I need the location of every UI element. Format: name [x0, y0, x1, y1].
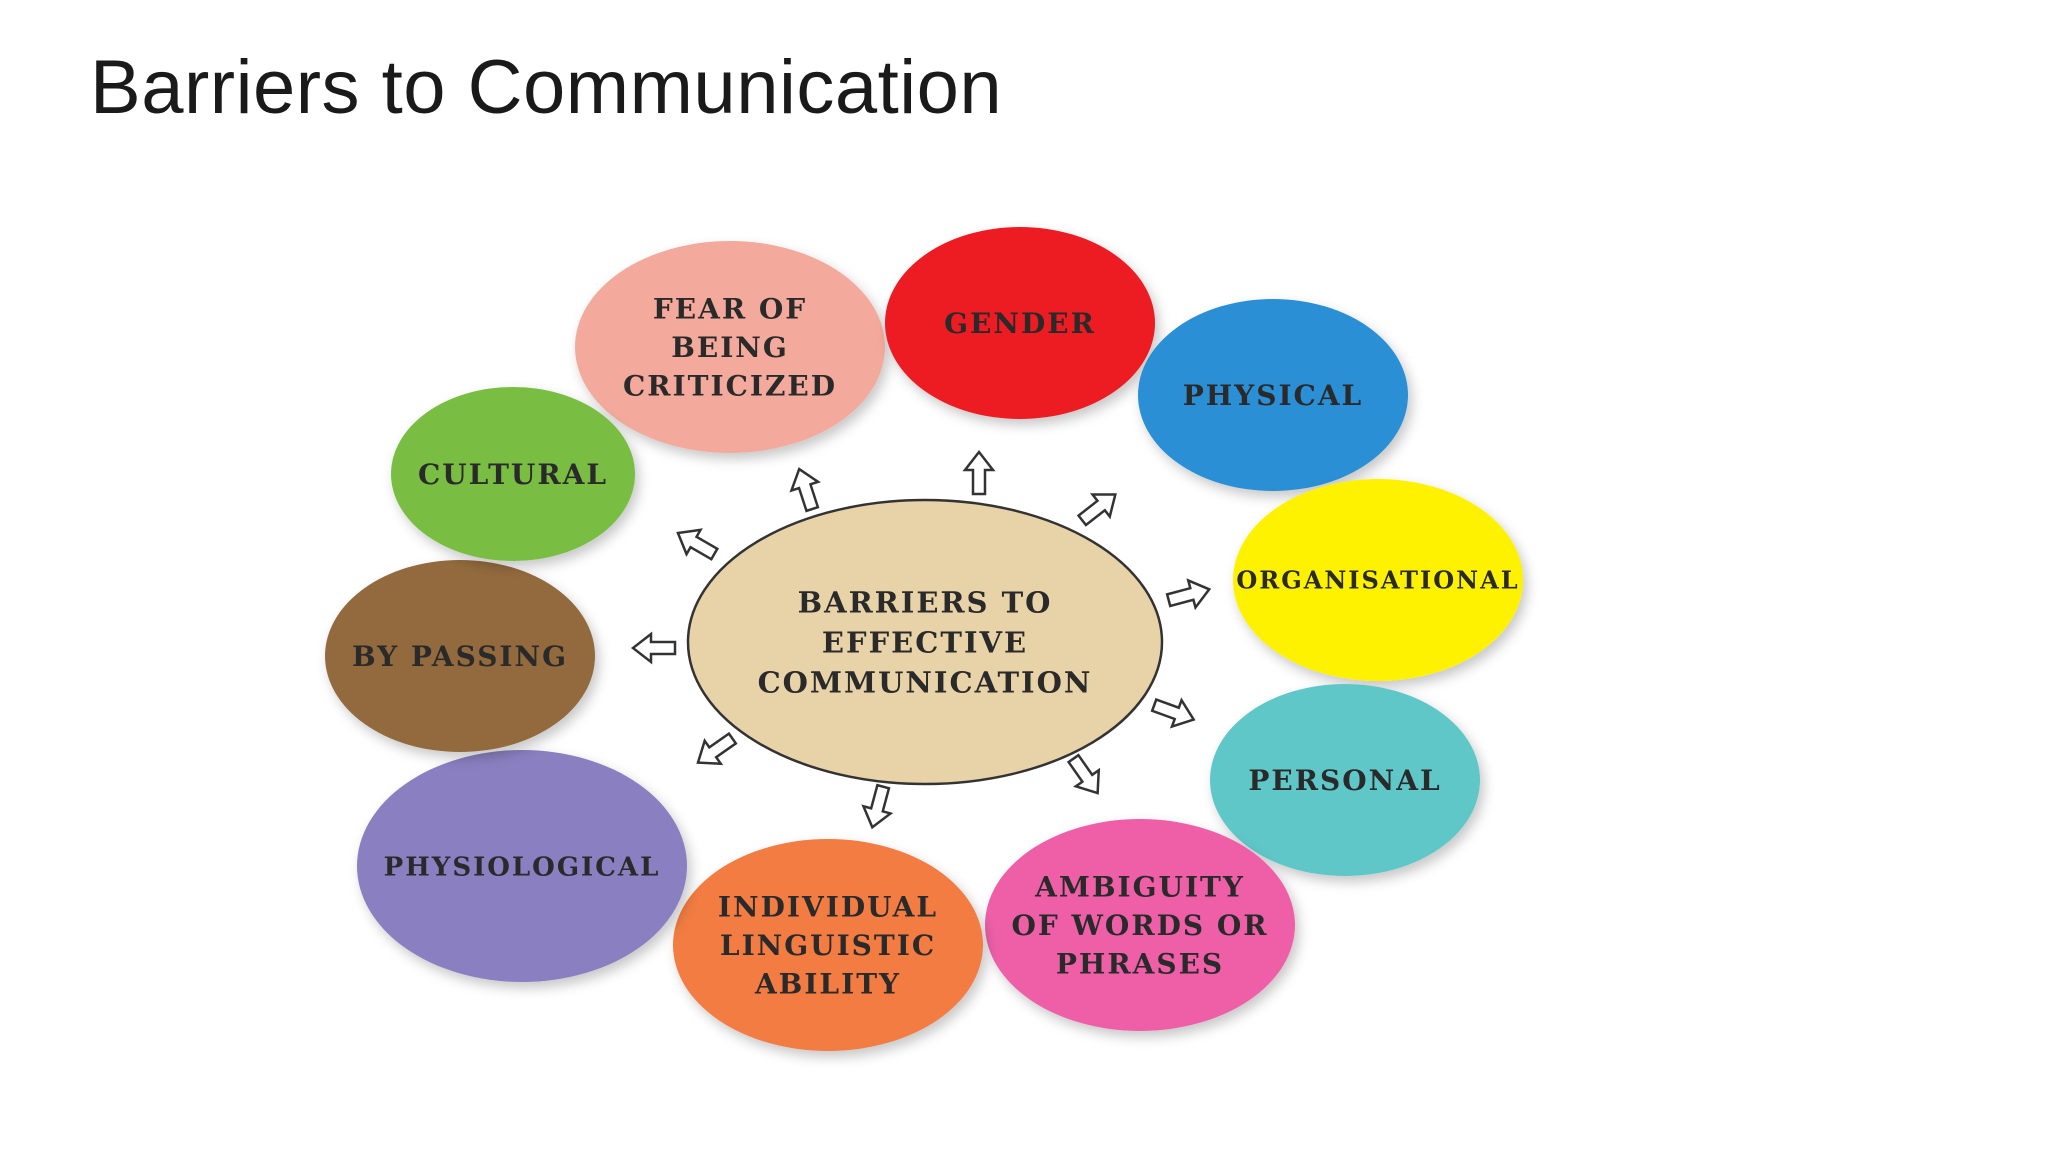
center-label: EFFECTIVE: [822, 625, 1028, 659]
barrier-bubble-shape: [1210, 684, 1480, 876]
barrier-bubble: PERSONAL: [1210, 684, 1480, 876]
barrier-bubble-shape: [325, 560, 595, 752]
barrier-bubble-shape: [885, 227, 1155, 419]
barrier-label: ORGANISATIONAL: [1236, 566, 1519, 595]
arrow-icon: [1165, 578, 1212, 611]
barrier-label: GENDER: [944, 307, 1096, 340]
barrier-bubble: INDIVIDUAL LINGUISTIC ABILITY: [673, 839, 983, 1051]
arrow-icon: [676, 528, 720, 561]
center-bubble: BARRIERS TO EFFECTIVE COMMUNICATION: [686, 498, 1164, 786]
barrier-label: CULTURAL: [418, 458, 608, 491]
barrier-bubble-shape: [985, 819, 1295, 1031]
barrier-bubble: ORGANISATIONAL: [1233, 479, 1523, 681]
barrier-bubble-shape: [1233, 479, 1523, 681]
barrier-label: PHRASES: [1056, 948, 1224, 981]
barrier-bubble: BY PASSING: [325, 560, 595, 752]
barrier-label: AMBIGUITY: [1034, 870, 1245, 903]
barrier-label: CRITICIZED: [623, 370, 837, 403]
barrier-label: BEING: [671, 331, 789, 364]
arrow-icon: [1150, 697, 1196, 729]
barrier-bubble-shape: [1138, 299, 1408, 491]
center-label: BARRIERS TO: [798, 585, 1053, 619]
slide-title: Barriers to Communication: [90, 45, 1003, 130]
arrow-icon: [1076, 493, 1117, 527]
arrow-icon: [789, 467, 821, 513]
barrier-bubble-shape: [357, 750, 687, 982]
barrier-label: BY PASSING: [352, 640, 568, 673]
barrier-label: PERSONAL: [1248, 764, 1441, 797]
center-label: COMMUNICATION: [758, 665, 1093, 699]
barrier-label: ABILITY: [754, 968, 901, 1001]
arrow-icon: [1066, 753, 1101, 795]
barrier-label: PHYSICAL: [1183, 379, 1364, 412]
center-bubble-shape: [686, 498, 1164, 786]
barrier-label: LINGUISTIC: [720, 929, 936, 962]
barrier-bubble-shape: [673, 839, 983, 1051]
arrow-icon: [630, 631, 677, 665]
barrier-bubble-shape: [391, 387, 635, 561]
barrier-bubble: PHYSIOLOGICAL: [357, 750, 687, 982]
barrier-bubble: CULTURAL: [391, 387, 635, 561]
barrier-bubble: FEAR OF BEING CRITICIZED: [575, 241, 885, 453]
arrow-icon: [962, 449, 996, 496]
barrier-bubble: AMBIGUITY OF WORDS OR PHRASES: [985, 819, 1295, 1031]
barrier-bubble: PHYSICAL: [1138, 299, 1408, 491]
arrow-icon: [861, 783, 894, 830]
barrier-label: INDIVIDUAL: [718, 890, 938, 923]
arrow-icon: [696, 731, 738, 766]
barrier-label: FEAR OF: [653, 292, 807, 325]
barrier-label: PHYSIOLOGICAL: [384, 852, 661, 882]
barrier-bubble: GENDER: [885, 227, 1155, 419]
barrier-bubble-shape: [575, 241, 885, 453]
barrier-label: OF WORDS OR: [1011, 909, 1268, 942]
